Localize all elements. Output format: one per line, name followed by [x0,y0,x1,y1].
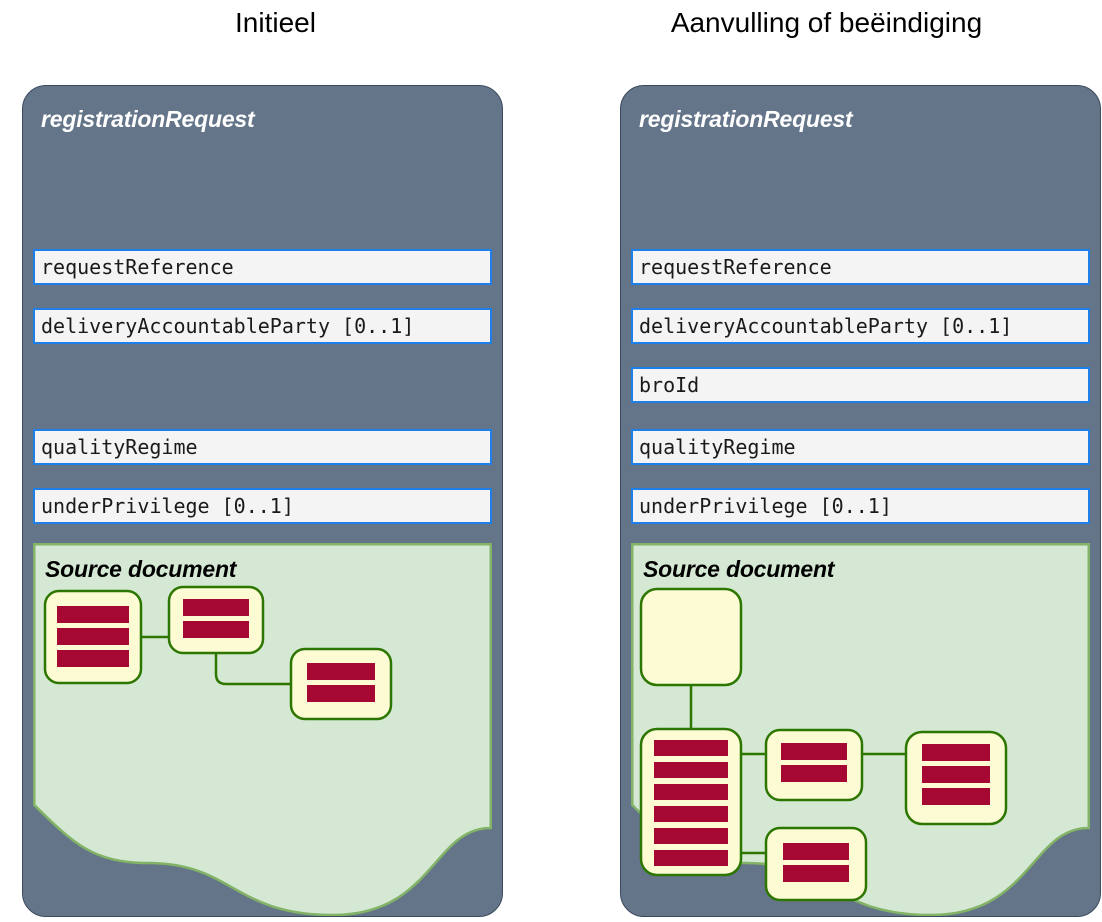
field-label: qualityRegime [41,435,198,459]
field-deliveryAccountableParty[interactable]: deliveryAccountableParty [0..1] [631,308,1090,344]
source-document-tree [43,585,393,721]
registration-request-card-aanvulling: registrationRequest requestReference del… [620,85,1101,917]
field-requestReference[interactable]: requestReference [33,249,492,285]
field-qualityRegime[interactable]: qualityRegime [33,429,492,465]
source-document-title: Source document [643,556,835,582]
tree-node-m2[interactable] [764,728,864,802]
source-document-panel: Source document [33,543,492,916]
field-label: requestReference [639,255,832,279]
registration-request-card-initieel: registrationRequest requestReference del… [22,85,503,917]
field-underPrivilege[interactable]: underPrivilege [0..1] [631,488,1090,524]
source-document-tree [639,587,1008,902]
tree-node-m0[interactable] [639,587,743,687]
field-label: requestReference [41,255,234,279]
column-title-initieel: Initieel [235,7,316,38]
column-title-aanvulling: Aanvulling of beëindiging [670,7,983,38]
tree-node-n1[interactable] [43,589,143,685]
tree-edge-n2-n3 [214,653,291,686]
column-initieel: Initieel registrationRequest requestRefe… [22,7,503,917]
field-label: qualityRegime [639,435,796,459]
field-label: underPrivilege [0..1] [41,494,294,518]
field-label: broId [639,373,700,397]
source-document-title: Source document [45,556,237,582]
column-aanvulling: Aanvulling of beëindiging registrationRe… [551,0,1102,922]
tree-node-n2[interactable] [167,585,265,655]
field-label: underPrivilege [0..1] [639,494,892,518]
tree-node-m1[interactable] [639,727,743,877]
field-requestReference[interactable]: requestReference [631,249,1090,285]
field-broId[interactable]: broId [631,367,1090,403]
card-title: registrationRequest [41,106,255,132]
source-document-panel: Source document [631,543,1090,916]
field-label: deliveryAccountableParty [0..1] [41,314,415,338]
field-label: deliveryAccountableParty [0..1] [639,314,1013,338]
tree-node-m4[interactable] [764,826,868,902]
field-qualityRegime[interactable]: qualityRegime [631,429,1090,465]
card-title: registrationRequest [639,106,853,132]
field-underPrivilege[interactable]: underPrivilege [0..1] [33,488,492,524]
tree-node-n3[interactable] [289,647,393,721]
tree-node-m3[interactable] [904,730,1008,826]
field-deliveryAccountableParty[interactable]: deliveryAccountableParty [0..1] [33,308,492,344]
